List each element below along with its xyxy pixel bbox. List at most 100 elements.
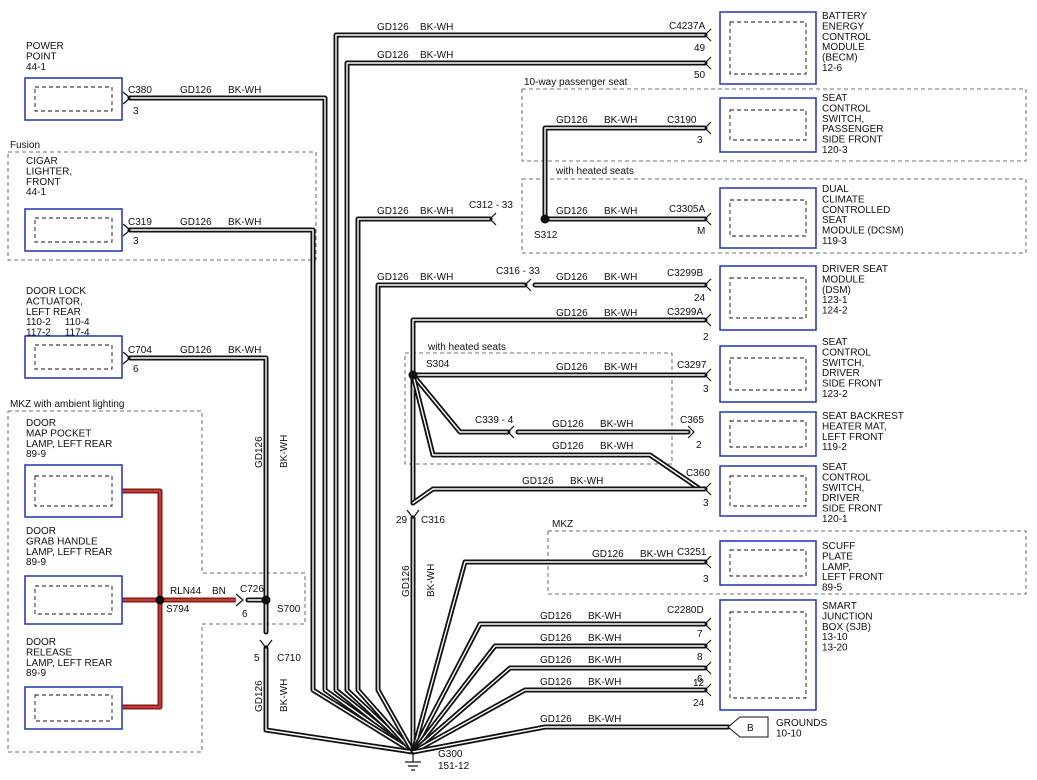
component-label-line: HEATER MAT,	[822, 421, 887, 432]
component-label-line: GRAB HANDLE	[26, 536, 98, 547]
svg-text:GD126: GD126	[522, 476, 554, 487]
component-label-line: BOX (SJB)	[822, 622, 871, 633]
component-label-line: 44-1	[26, 62, 46, 73]
svg-text:C312 - 33: C312 - 33	[469, 200, 513, 211]
component-label-line: 89-5	[822, 583, 842, 594]
splice-s304-label: S304	[426, 359, 450, 370]
component-label-line: SWITCH,	[822, 358, 864, 369]
component-label-line: SIDE FRONT	[822, 504, 883, 515]
component-label-line: DOOR	[26, 526, 56, 537]
component-label-line: 110-2 110-4	[26, 317, 90, 328]
svg-text:BK-WH: BK-WH	[604, 308, 637, 319]
component-label-line: 89-9	[26, 668, 46, 679]
group-mkz	[547, 530, 1027, 595]
svg-text:C4237A: C4237A	[669, 21, 705, 32]
svg-text:C339 - 4: C339 - 4	[475, 415, 514, 426]
component-boxes	[24, 11, 817, 738]
component-label-line: LEFT REAR	[26, 307, 81, 318]
component-label-line: POINT	[26, 51, 57, 62]
svg-text:BK-WH: BK-WH	[640, 549, 673, 560]
svg-text:C3299B: C3299B	[667, 268, 703, 279]
component-label-line: DOOR	[26, 637, 56, 648]
svg-text:24: 24	[693, 698, 705, 709]
svg-text:GD126: GD126	[180, 85, 212, 96]
svg-text:C360: C360	[686, 468, 710, 479]
component-label-line: CONTROL	[822, 103, 871, 114]
component-label-line: SEAT	[822, 93, 847, 104]
component-label-line: SWITCH,	[822, 114, 864, 125]
svg-text:BK-WH: BK-WH	[228, 345, 261, 356]
svg-text:GD126: GD126	[401, 565, 412, 597]
svg-text:50: 50	[694, 70, 706, 81]
splice-s794-label: S794	[166, 604, 190, 615]
svg-text:GD126: GD126	[180, 345, 212, 356]
svg-text:BN: BN	[212, 586, 226, 597]
svg-text:2: 2	[703, 332, 709, 343]
svg-text:GD126: GD126	[556, 362, 588, 373]
ground-wires	[127, 32, 731, 755]
svg-text:BK-WH: BK-WH	[588, 655, 621, 666]
svg-text:GD126: GD126	[540, 714, 572, 725]
ground-name: G300	[438, 749, 463, 760]
svg-text:GD126: GD126	[254, 680, 265, 712]
component-label-line: MAP POCKET	[26, 428, 91, 439]
component-label-line: (DSM)	[822, 285, 851, 296]
splice-s312-label: S312	[534, 230, 558, 241]
svg-text:2: 2	[696, 440, 702, 451]
component-label-line: SEAT BACKREST	[822, 411, 904, 422]
component-label-line: DUAL	[822, 184, 849, 195]
svg-text:BK-WH: BK-WH	[420, 22, 453, 33]
component-label-line: DRIVER	[822, 493, 860, 504]
svg-text:C3305A: C3305A	[669, 204, 705, 215]
svg-text:GD126: GD126	[377, 206, 409, 217]
component-label-line: CONTROL	[822, 347, 871, 358]
svg-text:GD126: GD126	[556, 115, 588, 126]
svg-text:BK-WH: BK-WH	[588, 714, 621, 725]
group-heated-seats-1	[521, 178, 1027, 254]
group-mkz-ambient-label: MKZ with ambient lighting	[10, 399, 125, 410]
svg-text:GD126: GD126	[540, 677, 572, 688]
seat-wires	[410, 125, 708, 506]
svg-text:C319: C319	[128, 217, 152, 228]
component-label-line: 123-2	[822, 389, 848, 400]
component-label-line: 120-3	[822, 145, 848, 156]
svg-text:GD126: GD126	[552, 441, 584, 452]
component-label-line: SEAT	[822, 337, 847, 348]
component-label-line: 123-1	[822, 295, 848, 306]
component-label-line: LAMP, LEFT REAR	[26, 547, 112, 558]
component-label-line: PLATE	[822, 551, 853, 562]
component-label-line: SCUFF	[822, 541, 855, 552]
component-label-line: 117-2 117-4	[26, 328, 90, 339]
component-label-line: SWITCH,	[822, 483, 864, 494]
component-label-line: SIDE FRONT	[822, 379, 883, 390]
svg-text:GD126: GD126	[556, 272, 588, 283]
component-label-line: DRIVER SEAT	[822, 264, 888, 275]
svg-text:GD126: GD126	[377, 22, 409, 33]
svg-text:C3190: C3190	[667, 115, 697, 126]
svg-text:C704: C704	[128, 345, 152, 356]
svg-text:C3251: C3251	[677, 547, 707, 558]
svg-text:6: 6	[242, 609, 248, 620]
svg-text:BK-WH: BK-WH	[279, 679, 290, 712]
lamp-wires	[122, 488, 236, 710]
svg-text:C365: C365	[680, 415, 704, 426]
svg-text:49: 49	[694, 43, 706, 54]
component-label-line: BATTERY	[822, 11, 868, 22]
component-label-line: 124-2	[822, 306, 848, 317]
svg-text:BK-WH: BK-WH	[420, 272, 453, 283]
svg-text:24: 24	[694, 293, 706, 304]
component-label-line: LIGHTER,	[26, 166, 72, 177]
svg-text:BK-WH: BK-WH	[228, 85, 261, 96]
svg-text:C2280D: C2280D	[667, 605, 704, 616]
component-label-line: 10-10	[776, 728, 802, 739]
